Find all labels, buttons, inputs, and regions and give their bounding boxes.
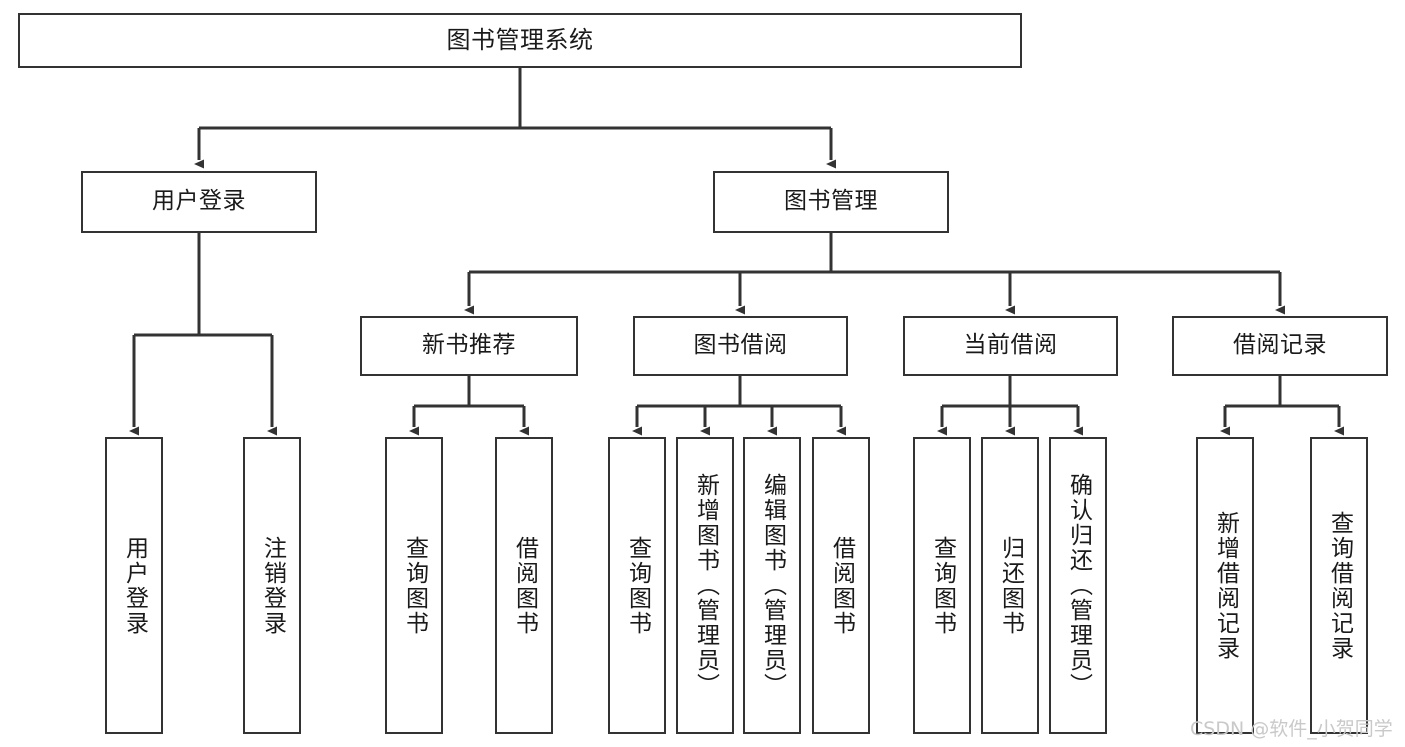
node-label: 注销登录 bbox=[259, 535, 286, 636]
leaf-recommend-borrow-book[interactable]: 借阅图书 bbox=[495, 437, 553, 734]
csdn-watermark: CSDN @软件_小贺同学 bbox=[1190, 718, 1393, 740]
leaf-recommend-query-book[interactable]: 查询图书 bbox=[385, 437, 443, 734]
node-label: 查询图书 bbox=[401, 535, 428, 636]
node-label: 图书管理系统 bbox=[446, 26, 594, 55]
node-label: 查询图书 bbox=[624, 535, 651, 636]
node-label: 当前借阅 bbox=[963, 332, 1058, 359]
node-book-management[interactable]: 图书管理 bbox=[713, 171, 949, 233]
node-label: 新增借阅记录 bbox=[1212, 510, 1239, 661]
node-label: 查询图书 bbox=[929, 535, 956, 636]
node-book-borrow[interactable]: 图书借阅 bbox=[633, 316, 848, 376]
node-label: 图书管理 bbox=[784, 188, 878, 215]
node-label: 借阅图书 bbox=[828, 535, 855, 636]
leaf-user-login-logout[interactable]: 注销登录 bbox=[243, 437, 301, 734]
leaf-user-login-login[interactable]: 用户登录 bbox=[105, 437, 163, 734]
leaf-borrow-query-book[interactable]: 查询图书 bbox=[608, 437, 666, 734]
node-label: 图书借阅 bbox=[693, 332, 788, 359]
node-label: 新增图书（管理员） bbox=[692, 473, 719, 698]
leaf-borrow-edit-book[interactable]: 编辑图书（管理员） bbox=[743, 437, 801, 734]
node-label: 用户登录 bbox=[152, 188, 246, 215]
node-label: 新书推荐 bbox=[422, 332, 516, 359]
node-borrow-record[interactable]: 借阅记录 bbox=[1172, 316, 1388, 376]
node-new-book-recommend[interactable]: 新书推荐 bbox=[360, 316, 578, 376]
leaf-current-return-book[interactable]: 归还图书 bbox=[981, 437, 1039, 734]
leaf-record-query-record[interactable]: 查询借阅记录 bbox=[1310, 437, 1368, 734]
leaf-current-query-book[interactable]: 查询图书 bbox=[913, 437, 971, 734]
leaf-current-confirm-return[interactable]: 确认归还（管理员） bbox=[1049, 437, 1107, 734]
node-label: 借阅记录 bbox=[1233, 332, 1327, 359]
node-label: 归还图书 bbox=[997, 535, 1024, 636]
node-current-borrow[interactable]: 当前借阅 bbox=[903, 316, 1118, 376]
node-label: 用户登录 bbox=[121, 535, 148, 636]
node-label: 借阅图书 bbox=[511, 535, 538, 636]
leaf-borrow-borrow-book[interactable]: 借阅图书 bbox=[812, 437, 870, 734]
leaf-borrow-add-book[interactable]: 新增图书（管理员） bbox=[676, 437, 734, 734]
node-label: 编辑图书（管理员） bbox=[759, 473, 786, 698]
node-label: 查询借阅记录 bbox=[1326, 510, 1353, 661]
node-root-system[interactable]: 图书管理系统 bbox=[18, 13, 1022, 68]
node-user-login[interactable]: 用户登录 bbox=[81, 171, 317, 233]
node-label: 确认归还（管理员） bbox=[1065, 473, 1092, 698]
leaf-record-add-record[interactable]: 新增借阅记录 bbox=[1196, 437, 1254, 734]
